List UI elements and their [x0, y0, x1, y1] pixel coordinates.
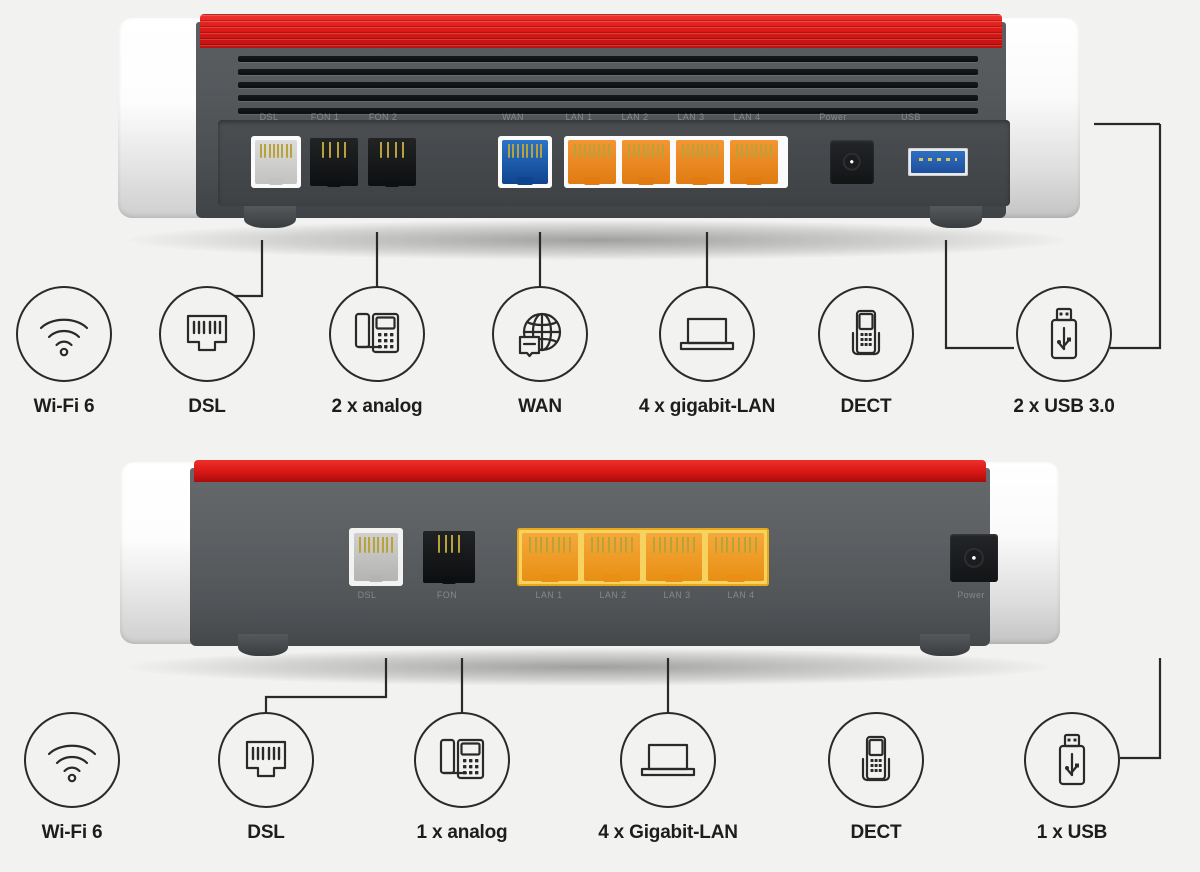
lan1-port[interactable] [522, 533, 578, 582]
silk-lan4: LAN 4 [733, 112, 761, 122]
feature-label: 1 x USB [1036, 822, 1108, 843]
router-device-top: DSL FON 1 FON 2 WAN LAN 1 LAN 2 LAN 3 LA… [118, 8, 1080, 260]
silk-lan1: LAN 1 [535, 590, 563, 600]
silk-lan2: LAN 2 [621, 112, 649, 122]
feature-label: 1 x analog [416, 822, 508, 843]
feature-label: 4 x Gigabit-LAN [598, 822, 738, 843]
laptop-icon [620, 712, 716, 808]
feature-laptop[interactable]: 4 x gigabit-LAN [617, 286, 797, 418]
usb-port[interactable] [908, 148, 968, 176]
wifi-icon [16, 286, 112, 382]
feature-label: Wi-Fi 6 [41, 822, 103, 843]
lan3-port[interactable] [646, 533, 702, 582]
feature-globe-wan[interactable]: WAN [450, 286, 630, 418]
feature-rj45-jack[interactable]: DSL [117, 286, 297, 418]
rj45-jack-icon [159, 286, 255, 382]
feature-row-top: Wi-Fi 6 DSL 2 x analog WAN 4 x gigabit-L… [0, 286, 1200, 446]
device-foot-left [238, 634, 288, 656]
vent-grille [238, 56, 978, 114]
vent-slot [238, 82, 978, 88]
feature-usb-stick[interactable]: 1 x USB [982, 712, 1162, 844]
globe-wan-icon [492, 286, 588, 382]
feature-label: DECT [850, 822, 902, 843]
dsl-port[interactable] [354, 533, 398, 582]
silk-fon1: FON 1 [310, 112, 340, 122]
silk-lan2: LAN 2 [599, 590, 627, 600]
feature-label: 2 x USB 3.0 [1013, 396, 1115, 417]
laptop-icon [659, 286, 755, 382]
feature-label: 2 x analog [331, 396, 423, 417]
feature-wifi[interactable]: Wi-Fi 6 [0, 712, 162, 844]
device-foot-right [930, 206, 982, 228]
top-red-strip [194, 460, 986, 482]
fon1-port[interactable] [310, 138, 358, 187]
router-device-bottom: DSL FON LAN 1 LAN 2 LAN 3 LAN 4 Power [120, 452, 1060, 686]
dsl-port[interactable] [255, 140, 297, 185]
lan4-port[interactable] [730, 140, 778, 185]
feature-telephone[interactable]: 1 x analog [372, 712, 552, 844]
usb-stick-icon [1016, 286, 1112, 382]
product-panel-top: DSL FON 1 FON 2 WAN LAN 1 LAN 2 LAN 3 LA… [0, 0, 1200, 440]
lan2-port[interactable] [622, 140, 670, 185]
silk-lan3: LAN 3 [677, 112, 705, 122]
feature-label: Wi-Fi 6 [33, 396, 95, 417]
telephone-icon [414, 712, 510, 808]
device-foot-right [920, 634, 970, 656]
feature-telephone[interactable]: 2 x analog [287, 286, 467, 418]
silk-dsl: DSL [357, 590, 377, 600]
vent-slot [238, 69, 978, 75]
silk-lan1: LAN 1 [565, 112, 593, 122]
feature-label: 4 x gigabit-LAN [638, 396, 776, 417]
vent-slot [238, 56, 978, 62]
feature-dect-handset[interactable]: DECT [786, 712, 966, 844]
top-red-strip [200, 14, 1002, 48]
vent-slot [238, 95, 978, 101]
silk-lan3: LAN 3 [663, 590, 691, 600]
wan-port[interactable] [502, 140, 548, 185]
usb-stick-icon [1024, 712, 1120, 808]
feature-label: DSL [188, 396, 226, 417]
feature-rj45-jack[interactable]: DSL [176, 712, 356, 844]
feature-label: DSL [247, 822, 285, 843]
power-jack[interactable] [950, 534, 998, 582]
power-jack[interactable] [830, 140, 874, 184]
dect-handset-icon [828, 712, 924, 808]
telephone-icon [329, 286, 425, 382]
fon-port[interactable] [423, 531, 475, 584]
silk-lan4: LAN 4 [727, 590, 755, 600]
feature-wifi[interactable]: Wi-Fi 6 [0, 286, 154, 418]
fon2-port[interactable] [368, 138, 416, 187]
device-foot-left [244, 206, 296, 228]
lan3-port[interactable] [676, 140, 724, 185]
wifi-icon [24, 712, 120, 808]
silk-wan: WAN [502, 112, 524, 122]
dect-handset-icon [818, 286, 914, 382]
silk-usb: USB [901, 112, 921, 122]
silk-power: Power [957, 590, 985, 600]
rj45-jack-icon [218, 712, 314, 808]
silk-fon: FON [436, 590, 458, 600]
feature-row-bottom: Wi-Fi 6 DSL 1 x analog 4 x Gigabit-LAN D… [0, 712, 1200, 872]
feature-usb-stick[interactable]: 2 x USB 3.0 [974, 286, 1154, 418]
lan4-port[interactable] [708, 533, 764, 582]
product-panel-bottom: DSL FON LAN 1 LAN 2 LAN 3 LAN 4 Power [0, 440, 1200, 869]
feature-label: WAN [518, 396, 562, 417]
feature-label: DECT [840, 396, 892, 417]
silk-power: Power [819, 112, 847, 122]
feature-dect-handset[interactable]: DECT [776, 286, 956, 418]
silk-dsl: DSL [259, 112, 279, 122]
lan2-port[interactable] [584, 533, 640, 582]
lan1-port[interactable] [568, 140, 616, 185]
vent-slot [238, 108, 978, 114]
silk-fon2: FON 2 [368, 112, 398, 122]
feature-laptop[interactable]: 4 x Gigabit-LAN [578, 712, 758, 844]
